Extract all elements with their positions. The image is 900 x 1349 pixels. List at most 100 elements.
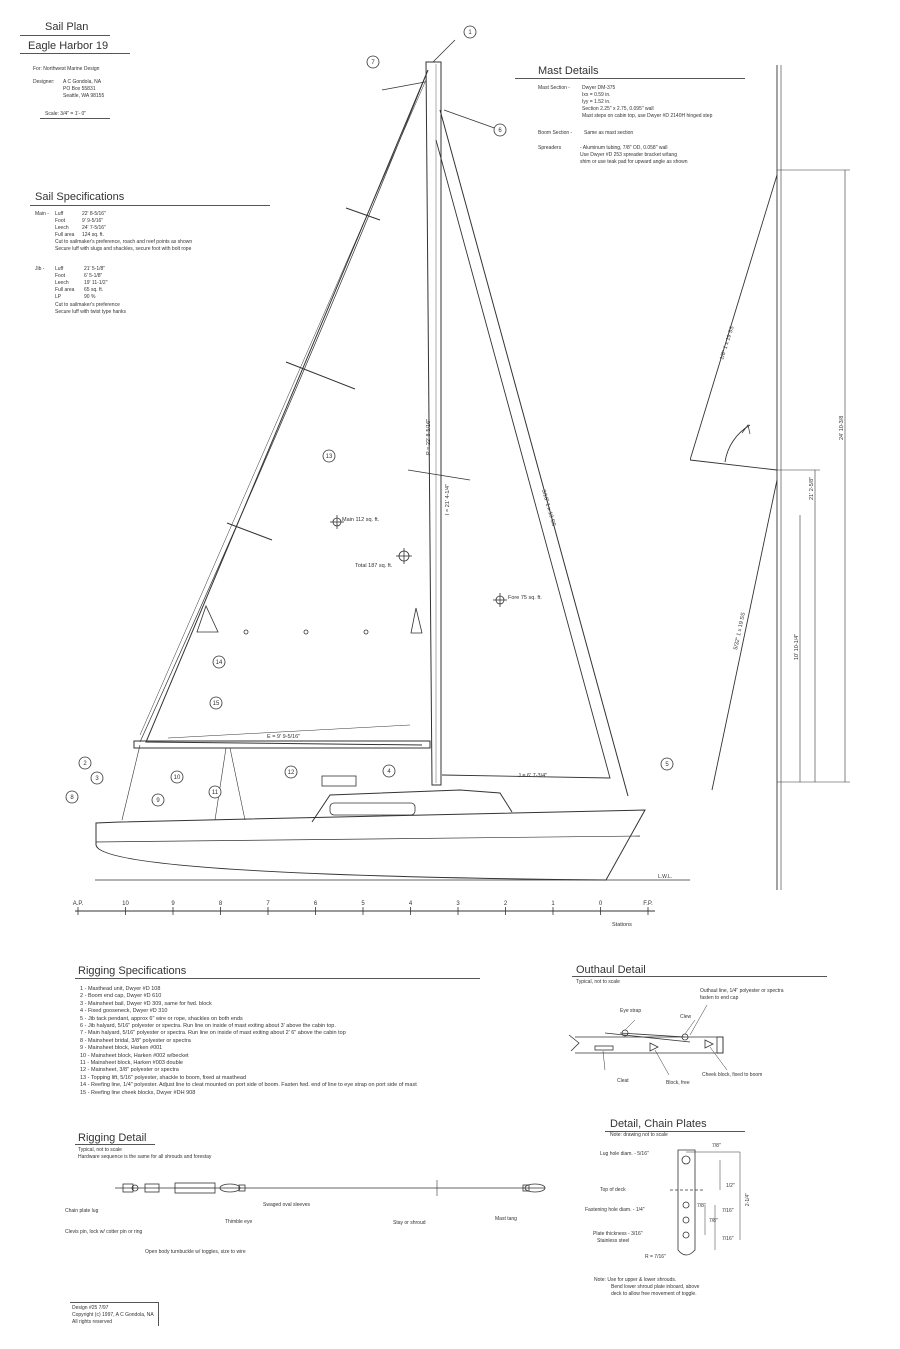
jib-outline: [435, 139, 611, 779]
lwl-label: L.W.L.: [658, 874, 672, 880]
free-block: [649, 1042, 659, 1052]
chain-plate-drawing: [670, 1149, 741, 1256]
rigging-item: 8 - Mainsheet bridal, 3/8" polyester or …: [80, 1037, 191, 1044]
swaged-sleeve-top: [522, 1184, 530, 1192]
upper-shroud-label: 1/8" 1 x 19 SS: [719, 325, 736, 360]
rigging-item: 13 - Topping lift, 5/16" polyester, shac…: [80, 1074, 247, 1081]
rigging-item: 11 - Mainsheet block, Harken #003 double: [80, 1060, 183, 1067]
rigging-specs-title: Rigging Specifications: [78, 965, 187, 977]
callout-number: 6: [498, 128, 502, 134]
rigging-specs-list: 1 - Masthead unit, Dwyer #D 108 2 - Boom…: [80, 986, 417, 1097]
callout-bubble: [208, 785, 222, 799]
callout-bubble: [212, 655, 226, 669]
callout-number: 3: [95, 776, 99, 782]
thimble-label: Thimble eye: [225, 1219, 253, 1225]
mast-details-title: Mast Details: [538, 65, 599, 77]
reef-point: [243, 629, 249, 635]
spec-note: Cut to sailmaker's preference: [55, 302, 120, 308]
rigging-item: 5 - Jib tack pendant, approx 6" wire or …: [80, 1015, 243, 1022]
spreader-angle-arc: [724, 424, 751, 463]
rights: All rights reserved: [72, 1319, 113, 1325]
boat-underline: [20, 53, 130, 54]
spec-value: 90 %: [84, 294, 96, 300]
mast: [425, 61, 442, 786]
spreader-line: - Aluminum tubing, 7/8" OD, 0.058" wall: [580, 145, 668, 151]
sail-specs-underline: [30, 205, 270, 206]
spreader: [407, 469, 471, 481]
dim-overall-label: 24' 10-3/8: [839, 416, 845, 440]
spreaders-label: Spreaders: [538, 145, 562, 151]
station-label: 1: [551, 901, 555, 907]
dim-716-b: 7/16": [722, 1236, 734, 1242]
station-label: 8: [219, 901, 223, 907]
chain-plates-underline: [605, 1131, 745, 1132]
mast-line: Mast steps on cabin top, use Dwyer #D 21…: [582, 113, 713, 119]
callout-bubble: [382, 764, 396, 778]
callout-bubble: [65, 790, 79, 804]
station-label: 4: [409, 901, 413, 907]
eye-strap-label: Eye strap: [620, 1008, 642, 1014]
spec-note: Secure luff with twist type hanks: [55, 309, 127, 315]
chain-plates-subtitle: Note: drawing not to scale: [610, 1132, 668, 1138]
mast-line: Dwyer DM-375: [582, 85, 616, 91]
dim-78-mid: 7/8": [697, 1203, 706, 1209]
total-ce-marker: [396, 548, 412, 564]
leader: [689, 1004, 708, 1036]
designer-block: A C Gondola, NA PO Box 55831 Seattle, WA…: [63, 79, 104, 100]
boom-break: [568, 1034, 580, 1052]
dim-mid-label: 21' 2-5/8": [809, 477, 815, 500]
leader-1: [432, 39, 456, 63]
cleat-label: Cleat: [617, 1078, 629, 1084]
callout-bubble: [78, 756, 92, 770]
station-label: 10: [122, 901, 129, 907]
jib-spec-values: 21' 5-1/8" 6' 5-1/8" 19' 11-1/2" 65 sq. …: [84, 266, 108, 301]
thimble-eye: [219, 1183, 241, 1193]
rigging-item: 6 - Jib halyard, 5/16" polyester or spec…: [80, 1023, 336, 1030]
station-label: 6: [314, 901, 318, 907]
rigging-specs-underline: [75, 978, 480, 979]
leader: [624, 1019, 636, 1031]
dim-i-label: I = 21' 4-1/4": [445, 484, 451, 515]
spec-note: Secure luff with slugs and shackles, sec…: [55, 246, 192, 252]
chain-plate: [677, 1149, 696, 1256]
spec-value: 21' 5-1/8": [84, 266, 106, 272]
dim-12: 1/2": [726, 1183, 735, 1189]
mast-step: [321, 775, 357, 787]
callout-number: 5: [665, 762, 669, 768]
lower-shroud-label: 5/32" 1 x 19 SS: [733, 612, 747, 651]
dim-j-label: J = 6' 7-3/4": [518, 773, 547, 779]
dim-lower-label: 10' 10-1/4": [794, 634, 800, 660]
outhaul-underline: [572, 976, 827, 977]
toggle: [144, 1183, 160, 1193]
mainsail-leech-roach: [139, 69, 429, 743]
mast-section-label: Mast Section -: [538, 85, 570, 91]
callout-number: 12: [288, 770, 295, 776]
designer-label: Designer:: [33, 79, 55, 85]
station-label: A.P.: [73, 901, 84, 907]
chain-plate-lug-label: Chain plate lug: [65, 1208, 99, 1214]
hull: [95, 809, 646, 881]
note-line: Bend lower shroud plate inboard, above: [611, 1284, 700, 1290]
design-title-block: Design #25 7/97 Copyright (c) 1997, A C …: [70, 1302, 159, 1326]
dim-p-label: P = 22' 8-5/16": [426, 419, 432, 455]
spec-key: Foot: [55, 218, 66, 224]
callout-number: 15: [213, 701, 220, 707]
sail-plan-drawing: Main 112 sq. ft. Total 187 sq. ft. Fore …: [65, 25, 690, 928]
callout-bubble: [209, 696, 223, 710]
batten: [345, 207, 381, 221]
scale-note: Scale: 3/4" = 1'- 0": [45, 111, 87, 117]
reef-point: [363, 629, 369, 635]
designer-line: Seattle, WA 98155: [63, 93, 105, 99]
rigging-item: 3 - Mainsheet bail, Dwyer #D 309, same f…: [80, 1000, 212, 1007]
callout-bubble: [90, 771, 104, 785]
halyard-line: [443, 109, 501, 131]
rigging-item: 2 - Boom end cap, Dwyer #D 610: [80, 993, 162, 1000]
title-underline: [20, 35, 110, 36]
thimble-eye-top: [524, 1183, 546, 1193]
chain-plate-lug: [122, 1183, 134, 1193]
reef-line: [167, 724, 411, 739]
sail-specs-title: Sail Specifications: [35, 191, 125, 203]
leader: [684, 1019, 696, 1035]
callout-bubble: [463, 25, 477, 39]
jib-notes: Cut to sailmaker's preference Secure luf…: [55, 302, 126, 316]
